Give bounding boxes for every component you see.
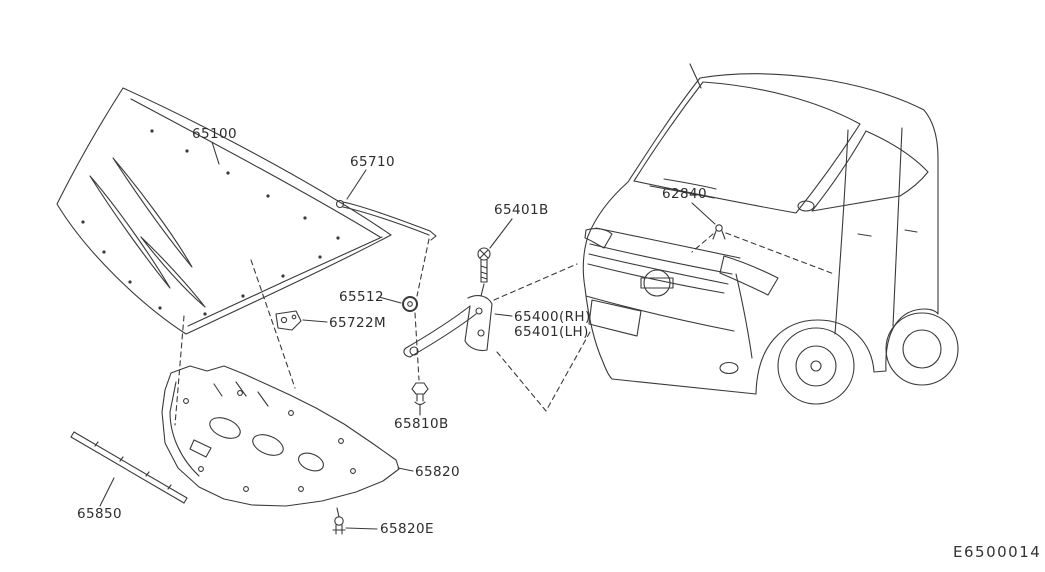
- left-headlamp: [584, 228, 613, 249]
- part-label-front-seal[interactable]: 65850: [77, 506, 122, 522]
- wipers: [649, 178, 717, 199]
- cowl-clip-art: [712, 224, 726, 240]
- windshield: [633, 81, 861, 214]
- side-mirror: [797, 200, 815, 212]
- stud-clip-art: [411, 382, 429, 406]
- leader-lines: [99, 141, 716, 530]
- part-label-hinge-rh[interactable]: 65400(RH): [514, 309, 591, 325]
- bumper-crease: [585, 295, 735, 332]
- part-label-rod-grommet[interactable]: 65512: [339, 289, 384, 305]
- door-handles: [857, 229, 918, 237]
- side-glass: [811, 130, 929, 212]
- hood-panel-art: [56, 87, 392, 335]
- front-seal-art: [70, 431, 188, 504]
- part-label-insulator-clip[interactable]: 65820E: [380, 521, 434, 537]
- hood-hole-dots: [81, 129, 340, 316]
- right-headlamp: [719, 255, 779, 296]
- rear-wheel: [885, 312, 959, 386]
- front-wheel: [777, 327, 855, 405]
- fender-edge: [735, 273, 753, 359]
- hood-crease: [595, 227, 741, 259]
- license-plate: [588, 299, 642, 337]
- vehicle-art: [582, 63, 959, 405]
- hinge-bolt-art: [477, 247, 491, 297]
- brand-emblem: [640, 269, 674, 297]
- hood-insulator-art: [161, 365, 400, 507]
- door-seams: [834, 127, 903, 335]
- antenna: [689, 63, 702, 89]
- part-label-hinge-lh[interactable]: 65401(LH): [514, 324, 589, 340]
- rod-grommet-art: [402, 296, 418, 312]
- vehicle-body-outline: [582, 73, 939, 395]
- part-label-rod-clamp[interactable]: 65722M: [329, 315, 386, 331]
- part-label-hinge-bolt[interactable]: 65401B: [494, 202, 549, 218]
- part-label-insulator[interactable]: 65820: [415, 464, 460, 480]
- part-label-cowl-clip[interactable]: 62840: [662, 186, 707, 202]
- part-labels: 65100 65710 65401B 62840 65512 65722M 65…: [77, 126, 707, 537]
- part-label-stud-clip[interactable]: 65810B: [394, 416, 449, 432]
- part-label-hood[interactable]: 65100: [192, 126, 237, 142]
- diagram-code: E6500014: [953, 543, 1041, 561]
- part-label-hood-rod[interactable]: 65710: [350, 154, 395, 170]
- insulator-clip-art: [332, 507, 346, 535]
- hood-hinge-art: [403, 295, 493, 358]
- rod-clamp-art: [275, 310, 302, 331]
- hood-rod-art: [335, 199, 437, 241]
- fog-lamp: [719, 361, 739, 375]
- assembly-lines: [174, 232, 835, 426]
